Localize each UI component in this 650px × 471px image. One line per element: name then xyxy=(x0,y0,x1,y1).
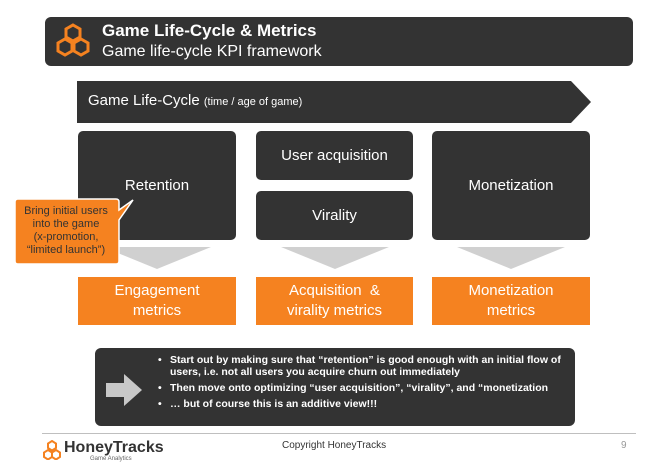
engagement-metrics-line2: metrics xyxy=(132,302,182,319)
footer-logo-text: HoneyTracks xyxy=(64,439,164,456)
lifecycle-sublabel: (time / age of game) xyxy=(203,96,303,108)
retention-label: Retention xyxy=(124,177,190,194)
honeytracks-logo-icon xyxy=(43,440,61,460)
user-acquisition-box: User acquisition xyxy=(256,131,413,180)
footer-divider xyxy=(42,433,636,434)
chevron-down-icon xyxy=(281,247,389,269)
callout-line: (x-promotion, xyxy=(33,231,99,243)
hexagons-icon xyxy=(56,23,90,57)
monetization-metrics-box: Monetization metrics xyxy=(432,277,590,325)
callout-line: into the game xyxy=(32,218,100,230)
monetization-metrics-line1: Monetization xyxy=(468,282,554,299)
engagement-metrics-line1: Engagement xyxy=(114,282,200,299)
virality-box: Virality xyxy=(256,191,413,240)
monetization-label: Monetization xyxy=(468,177,554,194)
callout-line: Bring initial users xyxy=(24,205,108,217)
page-subtitle: Game life-cycle KPI framework xyxy=(102,43,322,60)
monetization-box: Monetization xyxy=(432,131,590,240)
callout-bubble xyxy=(14,198,134,265)
user-acquisition-label: User acquisition xyxy=(281,147,388,164)
monetization-metrics-line2: metrics xyxy=(486,302,536,319)
chevron-down-icon xyxy=(457,247,565,269)
virality-label: Virality xyxy=(312,207,357,224)
acquisition-virality-metrics-box: Acquisition & virality metrics xyxy=(256,277,413,325)
callout-text: Bring initial users into the game (x-pro… xyxy=(14,205,118,257)
engagement-metrics-box: Engagement metrics xyxy=(78,277,236,325)
callout-line: “limited launch”) xyxy=(26,244,106,256)
acquisition-metrics-line2: virality metrics xyxy=(286,302,382,319)
footer-copyright: Copyright HoneyTracks xyxy=(282,440,387,451)
right-arrow-icon xyxy=(106,374,142,406)
summary-bullet: Start out by making sure that “retention… xyxy=(158,354,570,378)
summary-bullet: … but of course this is an additive view… xyxy=(158,398,570,410)
page-title: Game Life-Cycle & Metrics xyxy=(102,21,317,40)
chevron-down-icon xyxy=(103,247,211,269)
summary-list: Start out by making sure that “retention… xyxy=(158,354,570,414)
page-number: 9 xyxy=(621,440,627,451)
lifecycle-title: Game Life-Cycle xyxy=(88,92,200,109)
acquisition-metrics-line1: Acquisition & xyxy=(289,282,380,299)
lifecycle-arrow xyxy=(77,81,591,123)
header-banner xyxy=(45,17,633,66)
summary-bullet: Then move onto optimizing “user acquisit… xyxy=(158,382,570,394)
footer-tagline: Game Analytics xyxy=(90,456,132,462)
lifecycle-label: Game Life-Cycle (time / age of game) xyxy=(88,92,302,109)
